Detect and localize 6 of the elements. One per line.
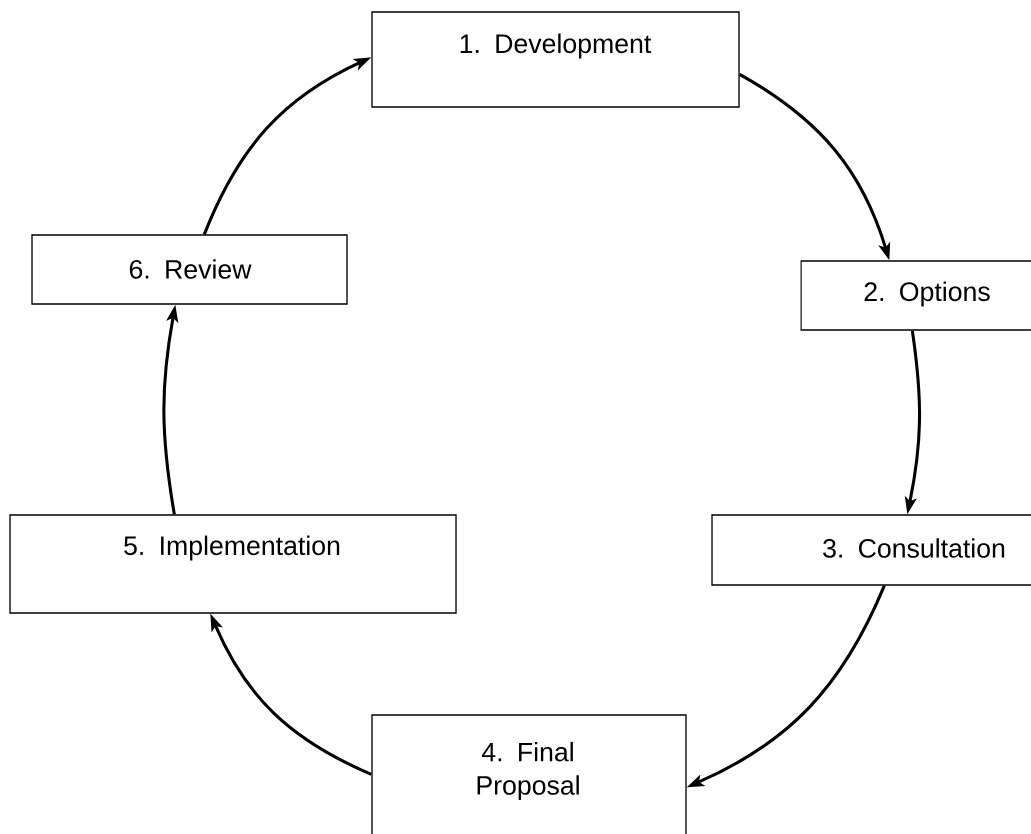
process-box: 6. Review [31,234,348,305]
process-box: 2. Options [800,260,1031,331]
process-box: 5. Implementation [9,514,457,614]
process-box: 1. Development [371,11,740,108]
process-box: 3. Consultation [711,514,1031,586]
process-box: 4. Final Proposal [371,714,687,834]
